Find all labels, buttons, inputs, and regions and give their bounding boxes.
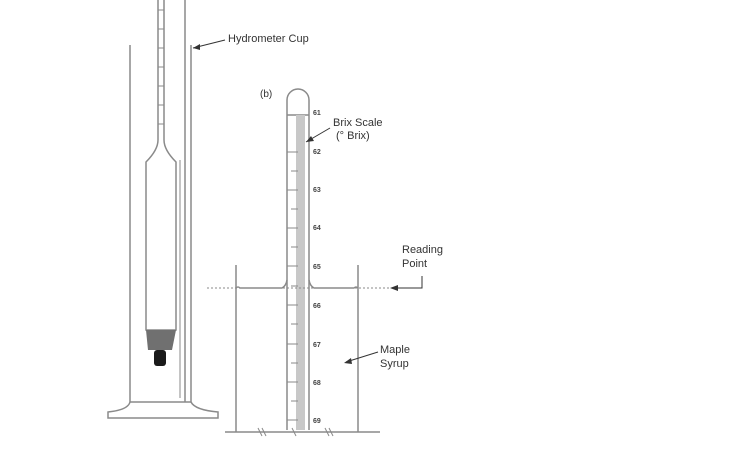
scale-tick-label: 64 <box>313 225 321 232</box>
scale-tick-label: 66 <box>313 303 321 310</box>
scale-tick-label: 65 <box>313 264 321 271</box>
hydrometer-weight <box>146 330 176 350</box>
hydrometer-cup-assembly <box>107 0 219 419</box>
reading-point-label-2: Point <box>402 258 428 270</box>
hydrometer-cup-label: Hydrometer Cup <box>228 33 309 45</box>
scale-tick-label: 68 <box>313 380 321 387</box>
scale-tick-label: 61 <box>313 110 321 117</box>
brix-unit-label: (° Brix) <box>336 130 370 142</box>
scale-tick-label: 63 <box>313 187 321 194</box>
maple-syrup-label-2: Syrup <box>380 358 409 370</box>
hydrometer-weight-tip <box>154 350 166 366</box>
panel-b-label: (b) <box>260 89 273 100</box>
scale-tick-label: 67 <box>313 342 321 349</box>
brix-scale-strip <box>296 115 305 430</box>
maple-syrup-label: Maple <box>380 344 410 356</box>
brix-scale-label: Brix Scale <box>333 117 383 129</box>
break-marks <box>257 427 334 437</box>
reading-point-label: Reading <box>402 244 443 256</box>
scale-tick-label: 62 <box>313 149 321 156</box>
scale-tick-label: 69 <box>313 418 321 425</box>
brix-scale-ticks <box>287 151 298 421</box>
